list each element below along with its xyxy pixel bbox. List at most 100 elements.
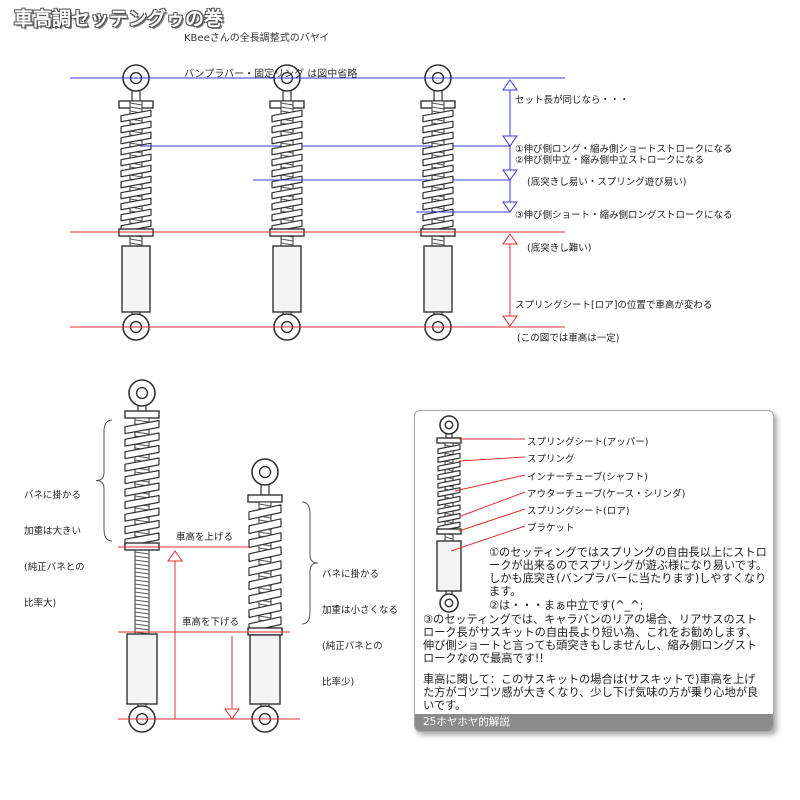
thread-line — [134, 615, 150, 619]
label-case1: ①伸び側ロング・縮み側ショートストロークになる (底突きし易い・スプリング遊び易… — [515, 122, 733, 199]
label-line: (純正バネとの — [322, 641, 383, 652]
spring-coil — [437, 504, 461, 515]
label-line: 加重は大きい — [24, 526, 82, 537]
spring-coil — [437, 478, 461, 489]
spring-coil — [422, 197, 454, 211]
spring-coil — [271, 208, 303, 222]
thread-line — [134, 559, 150, 563]
spring-seat-lower — [436, 528, 462, 535]
spring-coil — [271, 186, 303, 200]
thread-line — [129, 102, 143, 106]
spring-coil — [124, 419, 160, 435]
spring-coil — [248, 546, 282, 563]
leader-line — [458, 456, 526, 462]
thread-line — [134, 551, 150, 555]
mount-eye-hole — [444, 598, 454, 608]
thread-line — [258, 559, 272, 563]
mount-eye-hole — [258, 465, 272, 479]
spring-coil — [437, 495, 461, 506]
label-lower: 車高を下げる — [182, 617, 240, 628]
spring-coil — [124, 519, 160, 535]
spring-coil — [437, 461, 461, 472]
thread-line — [134, 431, 150, 435]
mount-eye-hole — [444, 420, 454, 430]
label-line: (底突きし易い・スプリング遊び易い) — [527, 177, 687, 188]
thread-line — [431, 242, 445, 246]
outer-tube — [126, 633, 158, 705]
arrow-head — [502, 169, 518, 181]
thread-line — [258, 503, 272, 507]
brace — [301, 501, 319, 625]
arrow-head — [502, 135, 518, 147]
spring-coil — [124, 469, 160, 485]
part-label: ブラケット — [527, 523, 575, 534]
spring-coil — [124, 432, 160, 447]
thread-line — [134, 579, 150, 583]
explanation-footer: 25ホヤホヤ的解説 — [415, 714, 773, 731]
spring-coil — [120, 175, 152, 189]
thread-line — [134, 555, 150, 559]
thread-line — [134, 607, 150, 611]
spring-coil — [124, 494, 160, 510]
label-line: (この図では車高は一定) — [517, 333, 620, 344]
arrow-head — [167, 550, 183, 562]
label-raise: 車高を上げる — [176, 532, 234, 543]
label-line: 比率少) — [322, 677, 355, 688]
spring-coil — [271, 131, 303, 145]
thread-line — [134, 519, 150, 523]
thread-line — [444, 536, 454, 540]
label-set-length: セット長が同じなら・・・ — [515, 95, 630, 106]
label-line: 比率大) — [24, 598, 57, 609]
part-label: インナーチューブ(シャフト) — [527, 472, 648, 483]
label-case2: ②伸び側中立・縮み側中立ストロークになる — [515, 155, 705, 166]
label-heavy-load: バネに掛かる 加重は大きい (純正バネとの 比率大) — [24, 466, 85, 622]
part-label: スプリングシート(アッパー) — [527, 437, 649, 448]
spring-coil — [437, 487, 461, 498]
thread-line — [280, 238, 294, 242]
outer-tube — [249, 634, 281, 705]
spring-seat-upper — [247, 494, 283, 503]
thread-line — [280, 102, 294, 106]
spring-coil — [120, 109, 152, 123]
leader-line — [450, 525, 526, 552]
part-label: アウターチューブ(ケース・シリンダ) — [527, 489, 686, 500]
thread-line — [134, 587, 150, 591]
spring-coil — [437, 452, 461, 463]
thread-line — [134, 603, 150, 607]
thread-line — [431, 102, 445, 106]
part-label: スプリングシート(ロア) — [527, 506, 630, 517]
leader-line — [460, 491, 526, 517]
label-line: ①伸び側ロング・縮み側ショートストロークになる — [515, 144, 733, 155]
page-title: 車高調セッテングゥの巻 — [14, 8, 224, 30]
subtitle-line: バンプラバー・固定リング は図中省略 — [184, 69, 358, 80]
spring-coil — [124, 507, 160, 522]
thread-line — [258, 615, 272, 619]
spring-coil — [248, 518, 282, 535]
thread-line — [134, 563, 150, 567]
mount-eye-hole — [135, 386, 149, 400]
outer-tube — [423, 245, 453, 313]
subtitle: KBeeさんの全長調整式のバヤイ バンプラバー・固定リング は図中省略 — [184, 9, 357, 93]
label-line: 加重は小さくなる — [322, 605, 399, 616]
thread-line — [134, 531, 150, 535]
label-case3: ③伸び側ショート・縮み側ロングストロークになる (底突きし難い) — [515, 188, 733, 265]
spring-coil — [124, 457, 160, 472]
spring-coil — [120, 131, 152, 145]
spring-coil — [120, 153, 152, 167]
spring-coil — [271, 109, 303, 123]
thread-line — [134, 591, 150, 595]
thread-line — [134, 567, 150, 571]
thread-line — [129, 238, 143, 242]
label-line: バネに掛かる — [24, 490, 82, 501]
brace — [95, 419, 113, 542]
label-line: (純正バネとの — [24, 562, 85, 573]
arrow-head — [502, 79, 518, 91]
spring-seat-upper — [124, 410, 160, 419]
spring-coil — [120, 208, 152, 222]
spring-coil — [248, 532, 282, 549]
thread-line — [431, 106, 445, 110]
spring-seat-upper — [436, 437, 462, 444]
outer-tube — [272, 245, 302, 313]
thread-line — [258, 531, 272, 535]
